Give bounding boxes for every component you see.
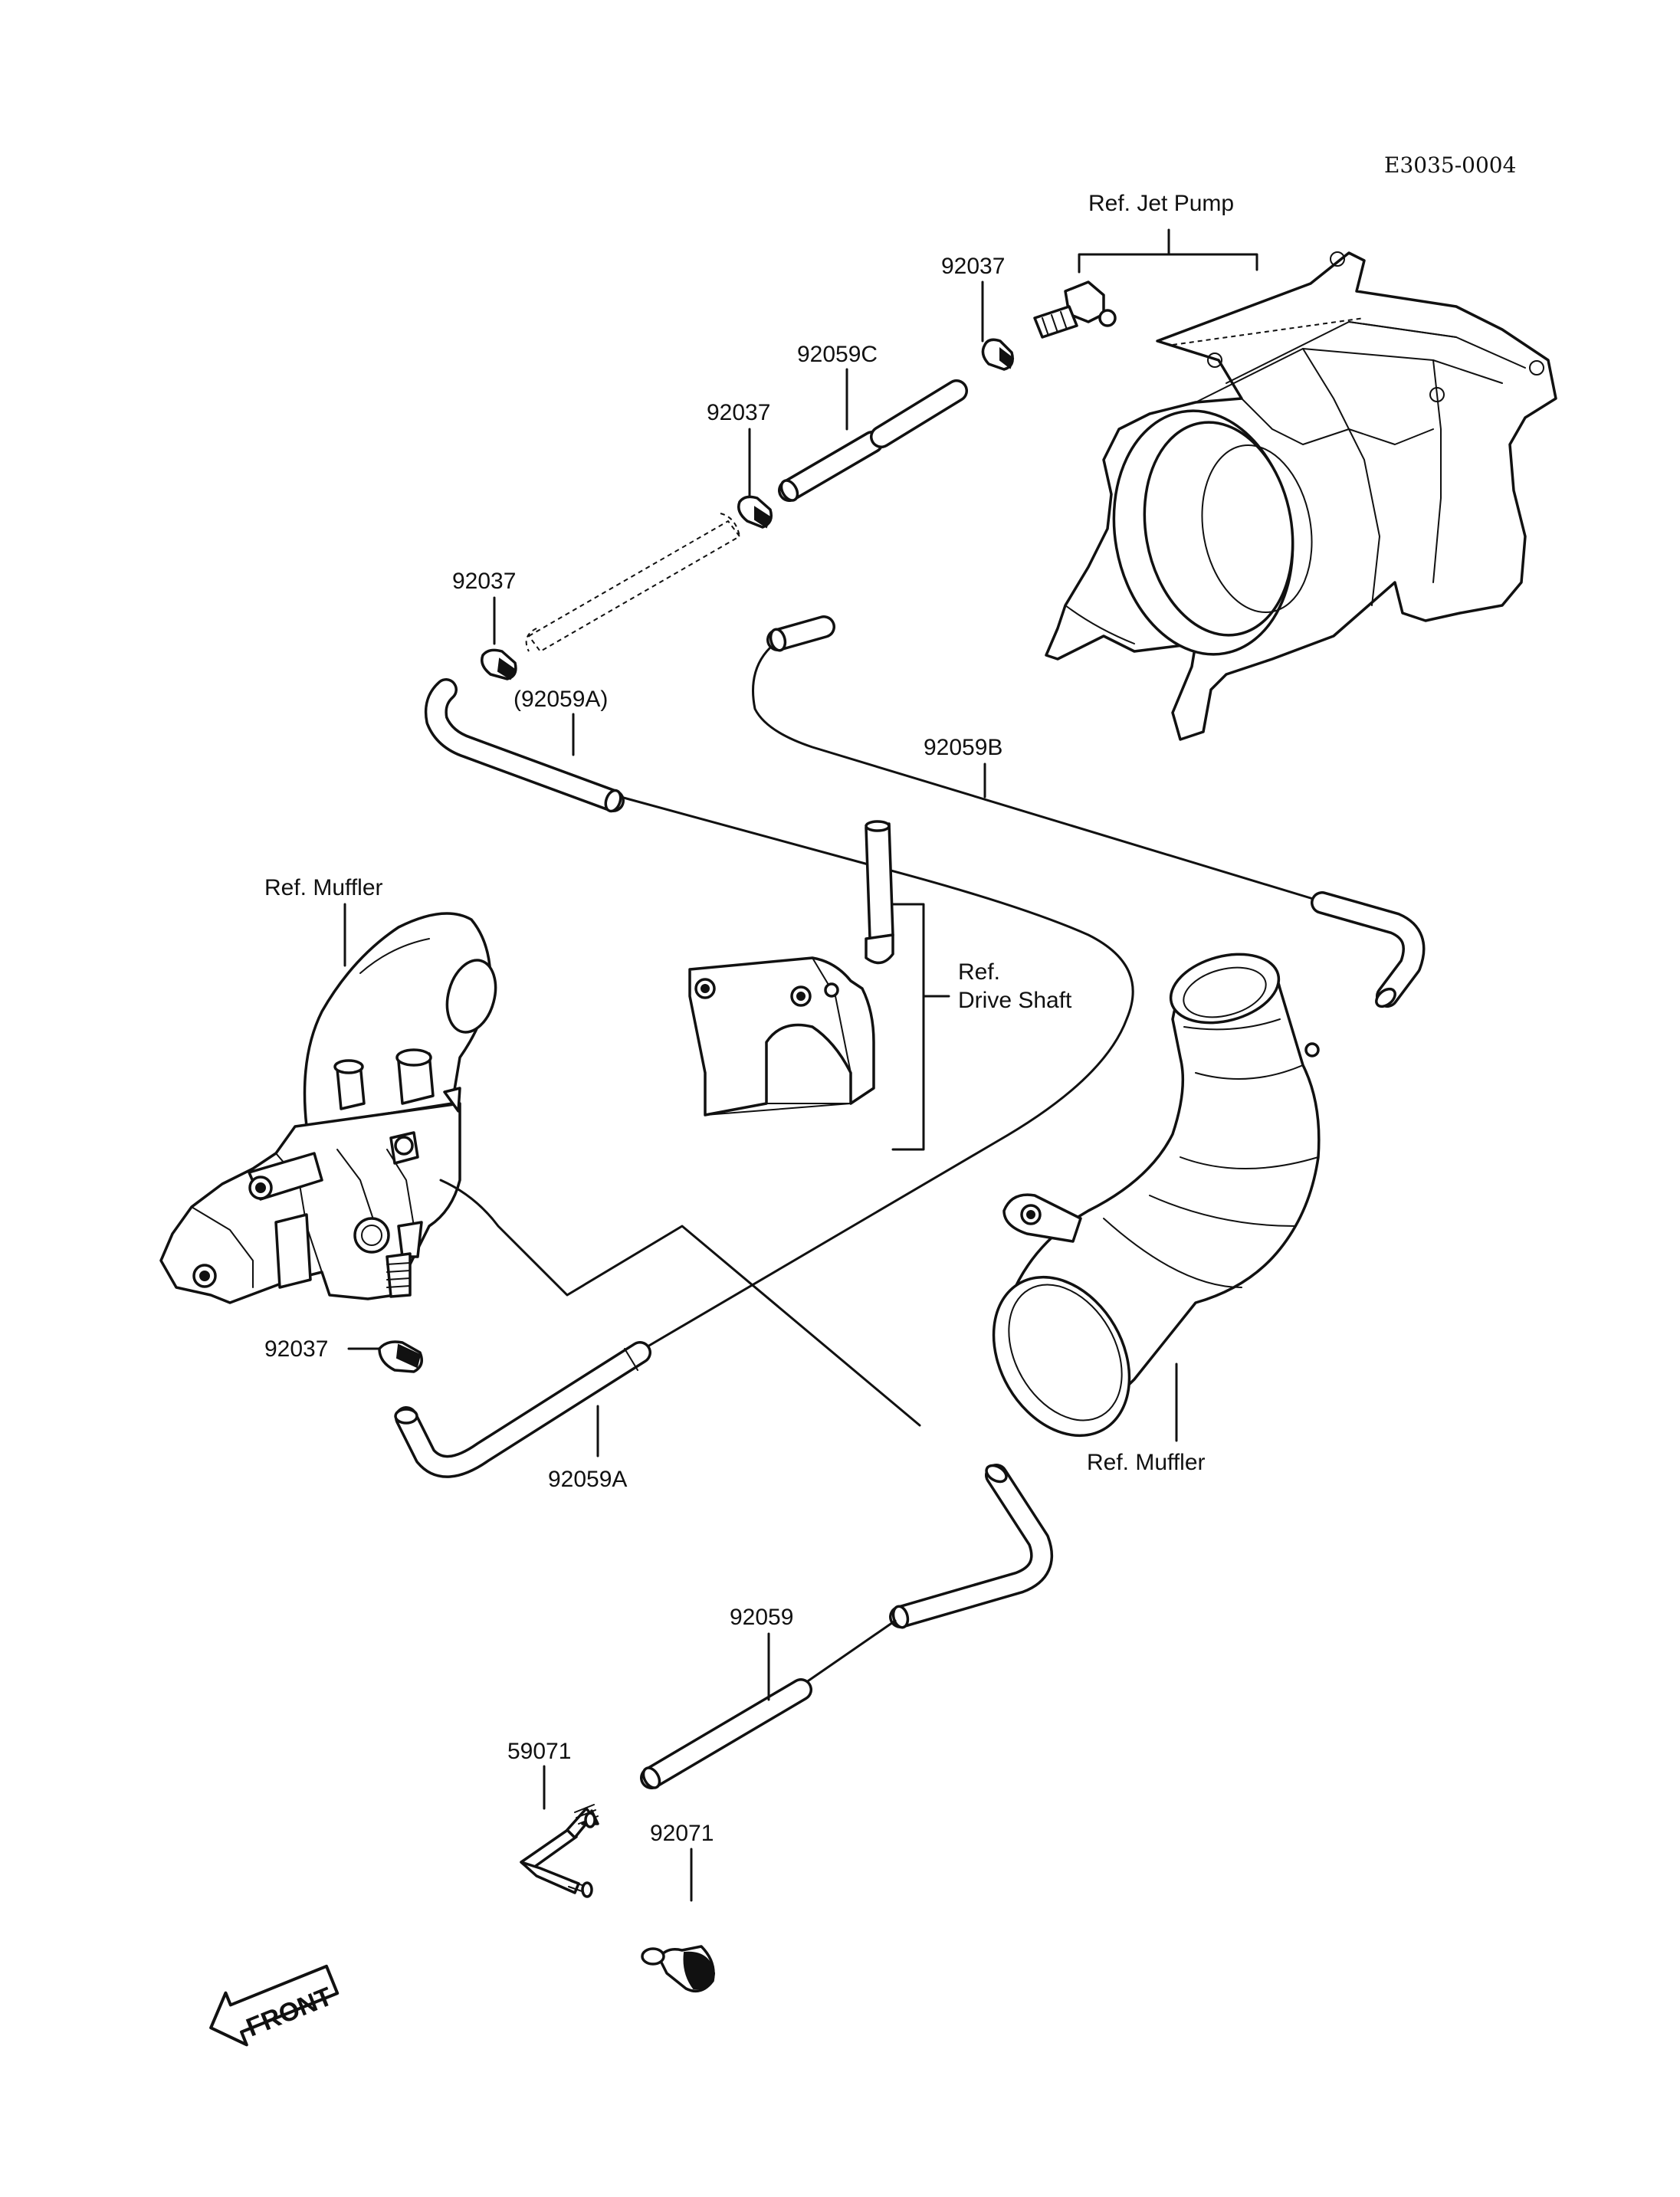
label-hose-a: 92059A — [548, 1467, 627, 1492]
hose-92059-upper-piece — [889, 1464, 1053, 1629]
routing-line-a — [619, 795, 1134, 1350]
elbow-fitting — [1033, 280, 1117, 339]
label-hose-a-ref: (92059A) — [514, 687, 608, 712]
front-arrow — [209, 1964, 340, 2047]
muffler-left-drawing — [159, 912, 497, 1304]
hose-b-top-piece — [766, 615, 835, 652]
label-hose-c: 92059C — [797, 342, 878, 367]
label-ref-muffler-left: Ref. Muffler — [264, 875, 383, 900]
routing-line-92059 — [799, 1619, 897, 1687]
label-clamp-mid: 92037 — [707, 400, 770, 425]
clamp-upper-left — [481, 648, 517, 680]
routing-line-b — [752, 646, 1320, 902]
label-hose-92059: 92059 — [730, 1605, 793, 1630]
cap-92071 — [641, 1945, 716, 1993]
label-ref-jet-pump: Ref. Jet Pump — [1088, 191, 1234, 216]
clamp-mid — [737, 495, 773, 529]
label-cap: 92071 — [650, 1821, 714, 1846]
label-clamp-top: 92037 — [941, 254, 1005, 279]
label-ref-drive-shaft-line2: Drive Shaft — [958, 988, 1072, 1013]
label-clamp-lower: 92037 — [264, 1336, 328, 1362]
hose-a-lower — [394, 1341, 651, 1478]
label-clamp-upper-left: 92037 — [452, 569, 516, 594]
hose-b-bottom-piece — [1311, 891, 1426, 1008]
label-hose-b: 92059B — [924, 735, 1002, 760]
hose-a-upper — [424, 678, 625, 813]
fitting-59071 — [520, 1804, 599, 1898]
phantom-hose — [525, 513, 741, 653]
jet-pump-bracket — [1078, 228, 1258, 274]
hose-92059 — [640, 1678, 812, 1789]
routing-line-muffler — [439, 1179, 921, 1427]
hose-c — [778, 379, 968, 502]
jet-pump-drawing — [1045, 251, 1557, 741]
muffler-right-drawing — [992, 953, 1321, 1438]
label-fitting: 59071 — [507, 1739, 571, 1764]
clamp-lower — [378, 1340, 423, 1373]
diagram-code: E3035-0004 — [1384, 152, 1516, 178]
clamp-top — [981, 338, 1015, 371]
drive-shaft-bracket — [688, 820, 894, 1117]
label-ref-muffler-right: Ref. Muffler — [1087, 1450, 1206, 1475]
label-ref-drive-shaft-line1: Ref. — [958, 959, 1000, 985]
drive-shaft-bracket-ref — [891, 903, 950, 1151]
